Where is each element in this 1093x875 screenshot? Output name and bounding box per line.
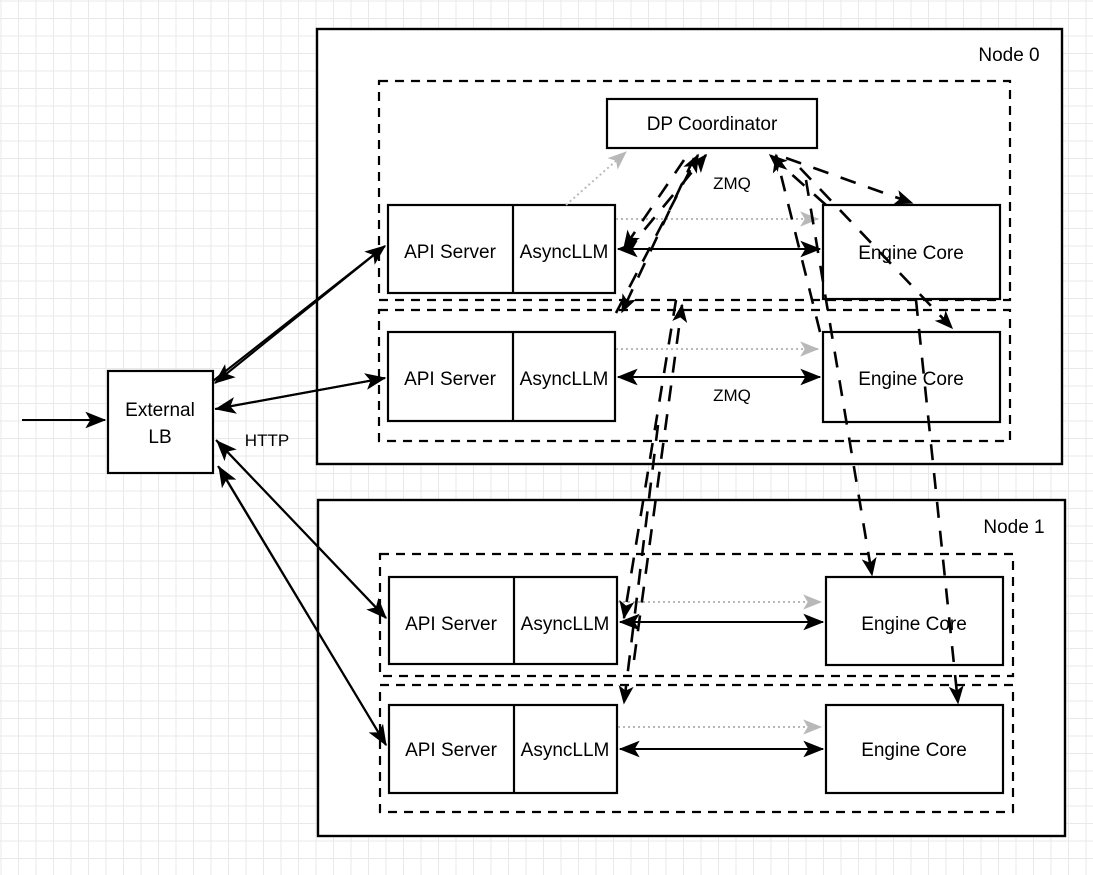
node0-group0-to-lb-arrow [214,245,386,384]
node-0-group-0-engine-core-label: Engine Core [858,243,964,264]
node-1-group-1-engine-core-box[interactable] [824,703,1005,795]
node0-group1-to-lb-arrow [214,376,386,414]
node-1-group-1-frontend-box[interactable] [387,703,619,795]
coordinator-to-node0-group1-engine-dashed [799,167,954,330]
node-1-group-0: API Server AsyncLLM Engine Core [378,552,1015,678]
dp-coordinator[interactable]: DP Coordinator [605,97,819,150]
zmq-top-label: ZMQ [713,174,751,193]
node-1-group-0-asyncllm-label: AsyncLLM [521,614,610,635]
node-0-group-1-frontend-box[interactable] [386,330,617,423]
zmq-bottom-label: ZMQ [713,386,751,405]
node-0-group-0-frontend-box[interactable] [386,203,617,295]
dp-coordinator-box[interactable] [605,97,819,150]
node-0-group-0-api-server-label: API Server [404,242,497,263]
coordinator-to-node1-group1-asyncllm-dashed [618,424,660,705]
node1-group0-to-coordinator-dashed [632,303,688,661]
node-1-group-1-boundary [378,683,1015,814]
node1-group1-to-lb-arrow [218,465,387,746]
node-0-group-1-asyncllm-label: AsyncLLM [520,369,609,390]
external-lb[interactable]: External LB [106,369,215,475]
node1-group0-to-lb-arrow [216,440,387,619]
http-edge-label: HTTP [245,431,289,450]
node-0-group-1-api-server-label: API Server [404,369,497,390]
coordinator-to-node1-group0-engine-dashed [804,179,877,577]
node-0-group-0: API Server AsyncLLM Engine Core [377,79,1012,302]
node-0-group-1-engine-core-box[interactable] [821,330,1002,424]
node-0-group-1-engine-core-label: Engine Core [858,369,964,390]
node-1-group-1-asyncllm-label: AsyncLLM [521,740,610,761]
coordinator-to-node0-group0-asyncllm-dashed [622,159,686,250]
coordinator-to-node1-group1-engine-dashed [914,299,964,705]
node0-coordinator-feedback-dashed [624,153,708,253]
external-lb-label-line1: External [125,400,195,421]
node-1-label: Node 1 [983,517,1044,538]
node0-group1-engine-core-to-coordinator-dashed [772,153,822,333]
node-1-group-0-engine-core-label: Engine Core [861,614,967,635]
node-1-group-1-engine-core-label: Engine Core [861,740,967,761]
node-0-label: Node 0 [978,45,1039,66]
node-0-group-0-asyncllm-label: AsyncLLM [520,242,609,263]
dp-coordinator-label: DP Coordinator [647,114,778,135]
node-1-group-1: API Server AsyncLLM Engine Core [378,683,1015,814]
external-lb-label-line2: LB [148,427,171,448]
coordinator-to-node0-group0-engine-dashed [785,156,914,205]
node-0-group-1: API Server AsyncLLM Engine Core [377,308,1012,443]
node-0-group-0-engine-core-box[interactable] [821,203,1002,301]
node0-group0-asyncllm-to-coordinator-dotted-arrow [565,151,627,206]
node-1-group-0-frontend-box[interactable] [387,575,619,666]
node-0-group-0-boundary [377,79,1012,302]
external-lb-box[interactable] [106,369,215,475]
node-1-group-0-engine-core-box[interactable] [824,575,1005,667]
coordinator-to-node1-group0-asyncllm-dashed [619,299,678,620]
node-1-group-0-api-server-label: API Server [405,614,498,635]
node-1-group-1-api-server-label: API Server [405,740,498,761]
